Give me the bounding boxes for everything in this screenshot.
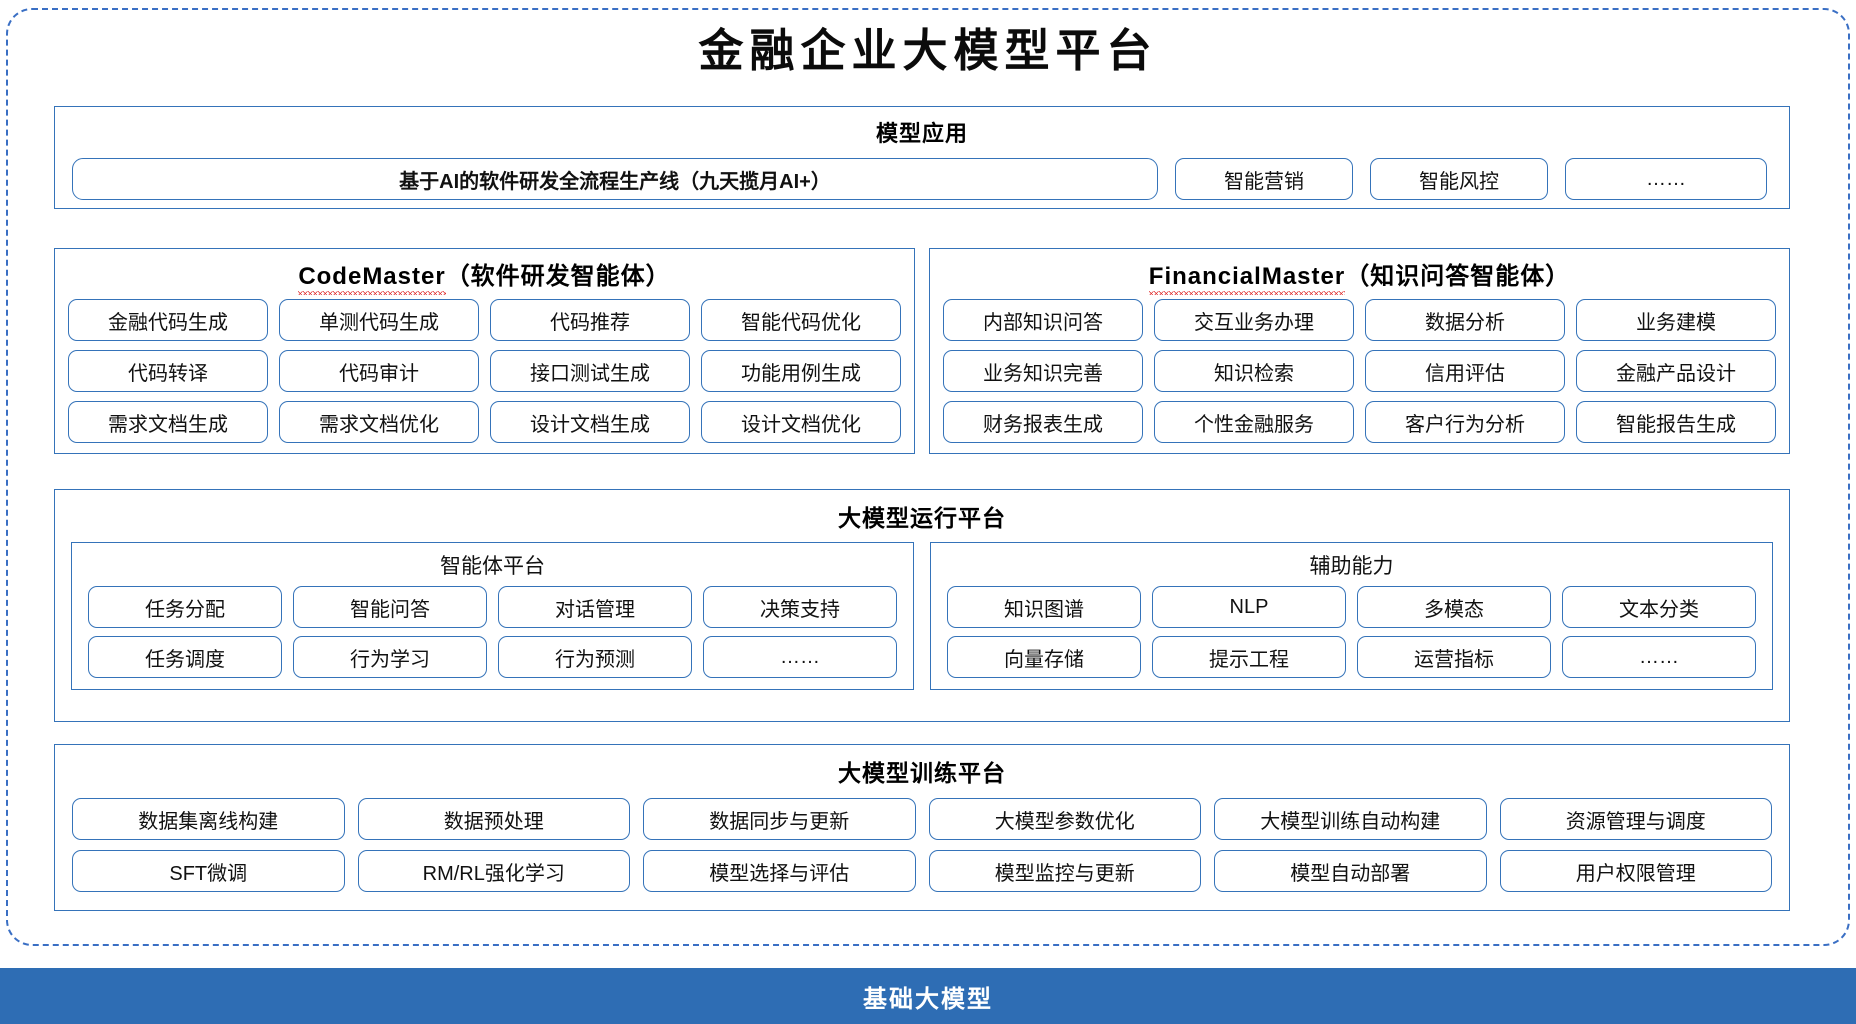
capability-pill[interactable]: 模型选择与评估 <box>643 850 916 892</box>
subsection-title-agent-platform: 智能体平台 <box>440 555 545 578</box>
agent-grid-financialmaster: 内部知识问答 交互业务办理 数据分析 业务建模 业务知识完善 知识检索 信用评估… <box>930 291 1789 453</box>
capability-pill[interactable]: 需求文档优化 <box>279 401 479 443</box>
capability-pill[interactable]: 资源管理与调度 <box>1499 798 1772 840</box>
capability-pill[interactable]: 交互业务办理 <box>1154 299 1354 341</box>
capability-pill[interactable]: 代码推荐 <box>490 299 690 341</box>
capability-pill[interactable]: 知识图谱 <box>947 586 1141 628</box>
capability-pill[interactable]: RM/RL强化学习 <box>357 850 630 892</box>
section-title-runtime-platform: 大模型运行平台 <box>838 505 1006 531</box>
section-model-application: 模型应用 基于AI的软件研发全流程生产线（九天揽月AI+） 智能营销 智能风控 … <box>54 106 1790 209</box>
section-runtime-platform: 大模型运行平台 智能体平台 任务分配 智能问答 对话管理 决策支持 任务调度 行… <box>54 489 1790 722</box>
capability-pill[interactable]: 大模型参数优化 <box>928 798 1201 840</box>
capability-pill[interactable]: 接口测试生成 <box>490 350 690 392</box>
capability-pill[interactable]: 对话管理 <box>498 586 692 628</box>
model-application-row: 基于AI的软件研发全流程生产线（九天揽月AI+） 智能营销 智能风控 …… <box>55 148 1789 200</box>
agent-panel-financialmaster: FinancialMaster（知识问答智能体） 内部知识问答 交互业务办理 数… <box>929 248 1790 454</box>
capability-pill[interactable]: 功能用例生成 <box>701 350 901 392</box>
capability-pill[interactable]: 金融代码生成 <box>68 299 268 341</box>
capability-pill[interactable]: 行为学习 <box>293 636 487 678</box>
runtime-columns: 智能体平台 任务分配 智能问答 对话管理 决策支持 任务调度 行为学习 行为预测… <box>55 533 1789 703</box>
capability-pill[interactable]: 金融产品设计 <box>1576 350 1776 392</box>
capability-pill[interactable]: 智能代码优化 <box>701 299 901 341</box>
capability-pill[interactable]: 多模态 <box>1357 586 1551 628</box>
agent-title-financialmaster: FinancialMaster（知识问答智能体） <box>930 249 1789 295</box>
agent-name-codemaster: CodeMaster <box>298 263 447 295</box>
app-pill-more[interactable]: …… <box>1565 158 1767 200</box>
capability-pill[interactable]: 代码审计 <box>279 350 479 392</box>
capability-pill[interactable]: 个性金融服务 <box>1154 401 1354 443</box>
capability-pill[interactable]: 模型监控与更新 <box>928 850 1201 892</box>
capability-pill[interactable]: 设计文档生成 <box>490 401 690 443</box>
section-title-training-platform: 大模型训练平台 <box>838 760 1006 786</box>
capability-pill[interactable]: 单测代码生成 <box>279 299 479 341</box>
capability-pill[interactable]: 财务报表生成 <box>943 401 1143 443</box>
capability-pill[interactable]: 智能问答 <box>293 586 487 628</box>
capability-pill[interactable]: 任务分配 <box>88 586 282 628</box>
foundation-model-label: 基础大模型 <box>863 985 993 1013</box>
subsection-grid-agent-platform: 任务分配 智能问答 对话管理 决策支持 任务调度 行为学习 行为预测 …… <box>72 583 913 678</box>
capability-pill-more[interactable]: …… <box>703 636 897 678</box>
capability-pill[interactable]: 智能报告生成 <box>1576 401 1776 443</box>
capability-pill[interactable]: 运营指标 <box>1357 636 1551 678</box>
subsection-agent-platform: 智能体平台 任务分配 智能问答 对话管理 决策支持 任务调度 行为学习 行为预测… <box>71 542 914 690</box>
agent-subtitle-financialmaster: （知识问答智能体） <box>1345 263 1571 290</box>
capability-pill[interactable]: 需求文档生成 <box>68 401 268 443</box>
section-title-model-application: 模型应用 <box>875 121 968 146</box>
capability-pill[interactable]: 决策支持 <box>703 586 897 628</box>
page-title: 金融企业大模型平台 <box>698 24 1158 77</box>
capability-pill[interactable]: 数据分析 <box>1365 299 1565 341</box>
capability-pill[interactable]: 数据集离线构建 <box>72 798 345 840</box>
section-agents: CodeMaster（软件研发智能体） 金融代码生成 单测代码生成 代码推荐 智… <box>54 248 1790 454</box>
capability-pill[interactable]: 向量存储 <box>947 636 1141 678</box>
capability-pill[interactable]: SFT微调 <box>72 850 345 892</box>
capability-pill[interactable]: 模型自动部署 <box>1214 850 1487 892</box>
capability-pill[interactable]: 代码转译 <box>68 350 268 392</box>
outer-dashed-frame <box>6 8 1850 946</box>
capability-pill[interactable]: 大模型训练自动构建 <box>1214 798 1487 840</box>
agent-grid-codemaster: 金融代码生成 单测代码生成 代码推荐 智能代码优化 代码转译 代码审计 接口测试… <box>55 291 914 453</box>
foundation-model-bar: 基础大模型 <box>0 968 1856 1024</box>
agent-name-financialmaster: FinancialMaster <box>1148 263 1346 295</box>
capability-pill-more[interactable]: …… <box>1562 636 1756 678</box>
capability-pill[interactable]: 知识检索 <box>1154 350 1354 392</box>
subsection-auxiliary-capability: 辅助能力 知识图谱 NLP 多模态 文本分类 向量存储 提示工程 运营指标 …… <box>930 542 1773 690</box>
app-pill-risk-control[interactable]: 智能风控 <box>1370 158 1548 200</box>
subsection-grid-auxiliary-capability: 知识图谱 NLP 多模态 文本分类 向量存储 提示工程 运营指标 …… <box>931 583 1772 678</box>
agent-panel-codemaster: CodeMaster（软件研发智能体） 金融代码生成 单测代码生成 代码推荐 智… <box>54 248 915 454</box>
capability-pill[interactable]: 内部知识问答 <box>943 299 1143 341</box>
capability-pill[interactable]: NLP <box>1152 586 1346 628</box>
capability-pill[interactable]: 业务建模 <box>1576 299 1776 341</box>
app-pill-marketing[interactable]: 智能营销 <box>1175 158 1353 200</box>
capability-pill[interactable]: 设计文档优化 <box>701 401 901 443</box>
capability-pill[interactable]: 数据同步与更新 <box>643 798 916 840</box>
agent-subtitle-codemaster: （软件研发智能体） <box>445 263 671 290</box>
capability-pill[interactable]: 客户行为分析 <box>1365 401 1565 443</box>
subsection-title-auxiliary-capability: 辅助能力 <box>1309 555 1394 578</box>
capability-pill[interactable]: 用户权限管理 <box>1499 850 1772 892</box>
capability-pill[interactable]: 行为预测 <box>498 636 692 678</box>
agent-title-codemaster: CodeMaster（软件研发智能体） <box>55 249 914 295</box>
capability-pill[interactable]: 业务知识完善 <box>943 350 1143 392</box>
capability-pill[interactable]: 提示工程 <box>1152 636 1346 678</box>
capability-pill[interactable]: 文本分类 <box>1562 586 1756 628</box>
capability-pill[interactable]: 数据预处理 <box>357 798 630 840</box>
capability-pill[interactable]: 任务调度 <box>88 636 282 678</box>
training-grid: 数据集离线构建 数据预处理 数据同步与更新 大模型参数优化 大模型训练自动构建 … <box>55 788 1789 892</box>
section-training-platform: 大模型训练平台 数据集离线构建 数据预处理 数据同步与更新 大模型参数优化 大模… <box>54 744 1790 911</box>
capability-pill[interactable]: 信用评估 <box>1365 350 1565 392</box>
app-pill-hero[interactable]: 基于AI的软件研发全流程生产线（九天揽月AI+） <box>72 158 1158 200</box>
